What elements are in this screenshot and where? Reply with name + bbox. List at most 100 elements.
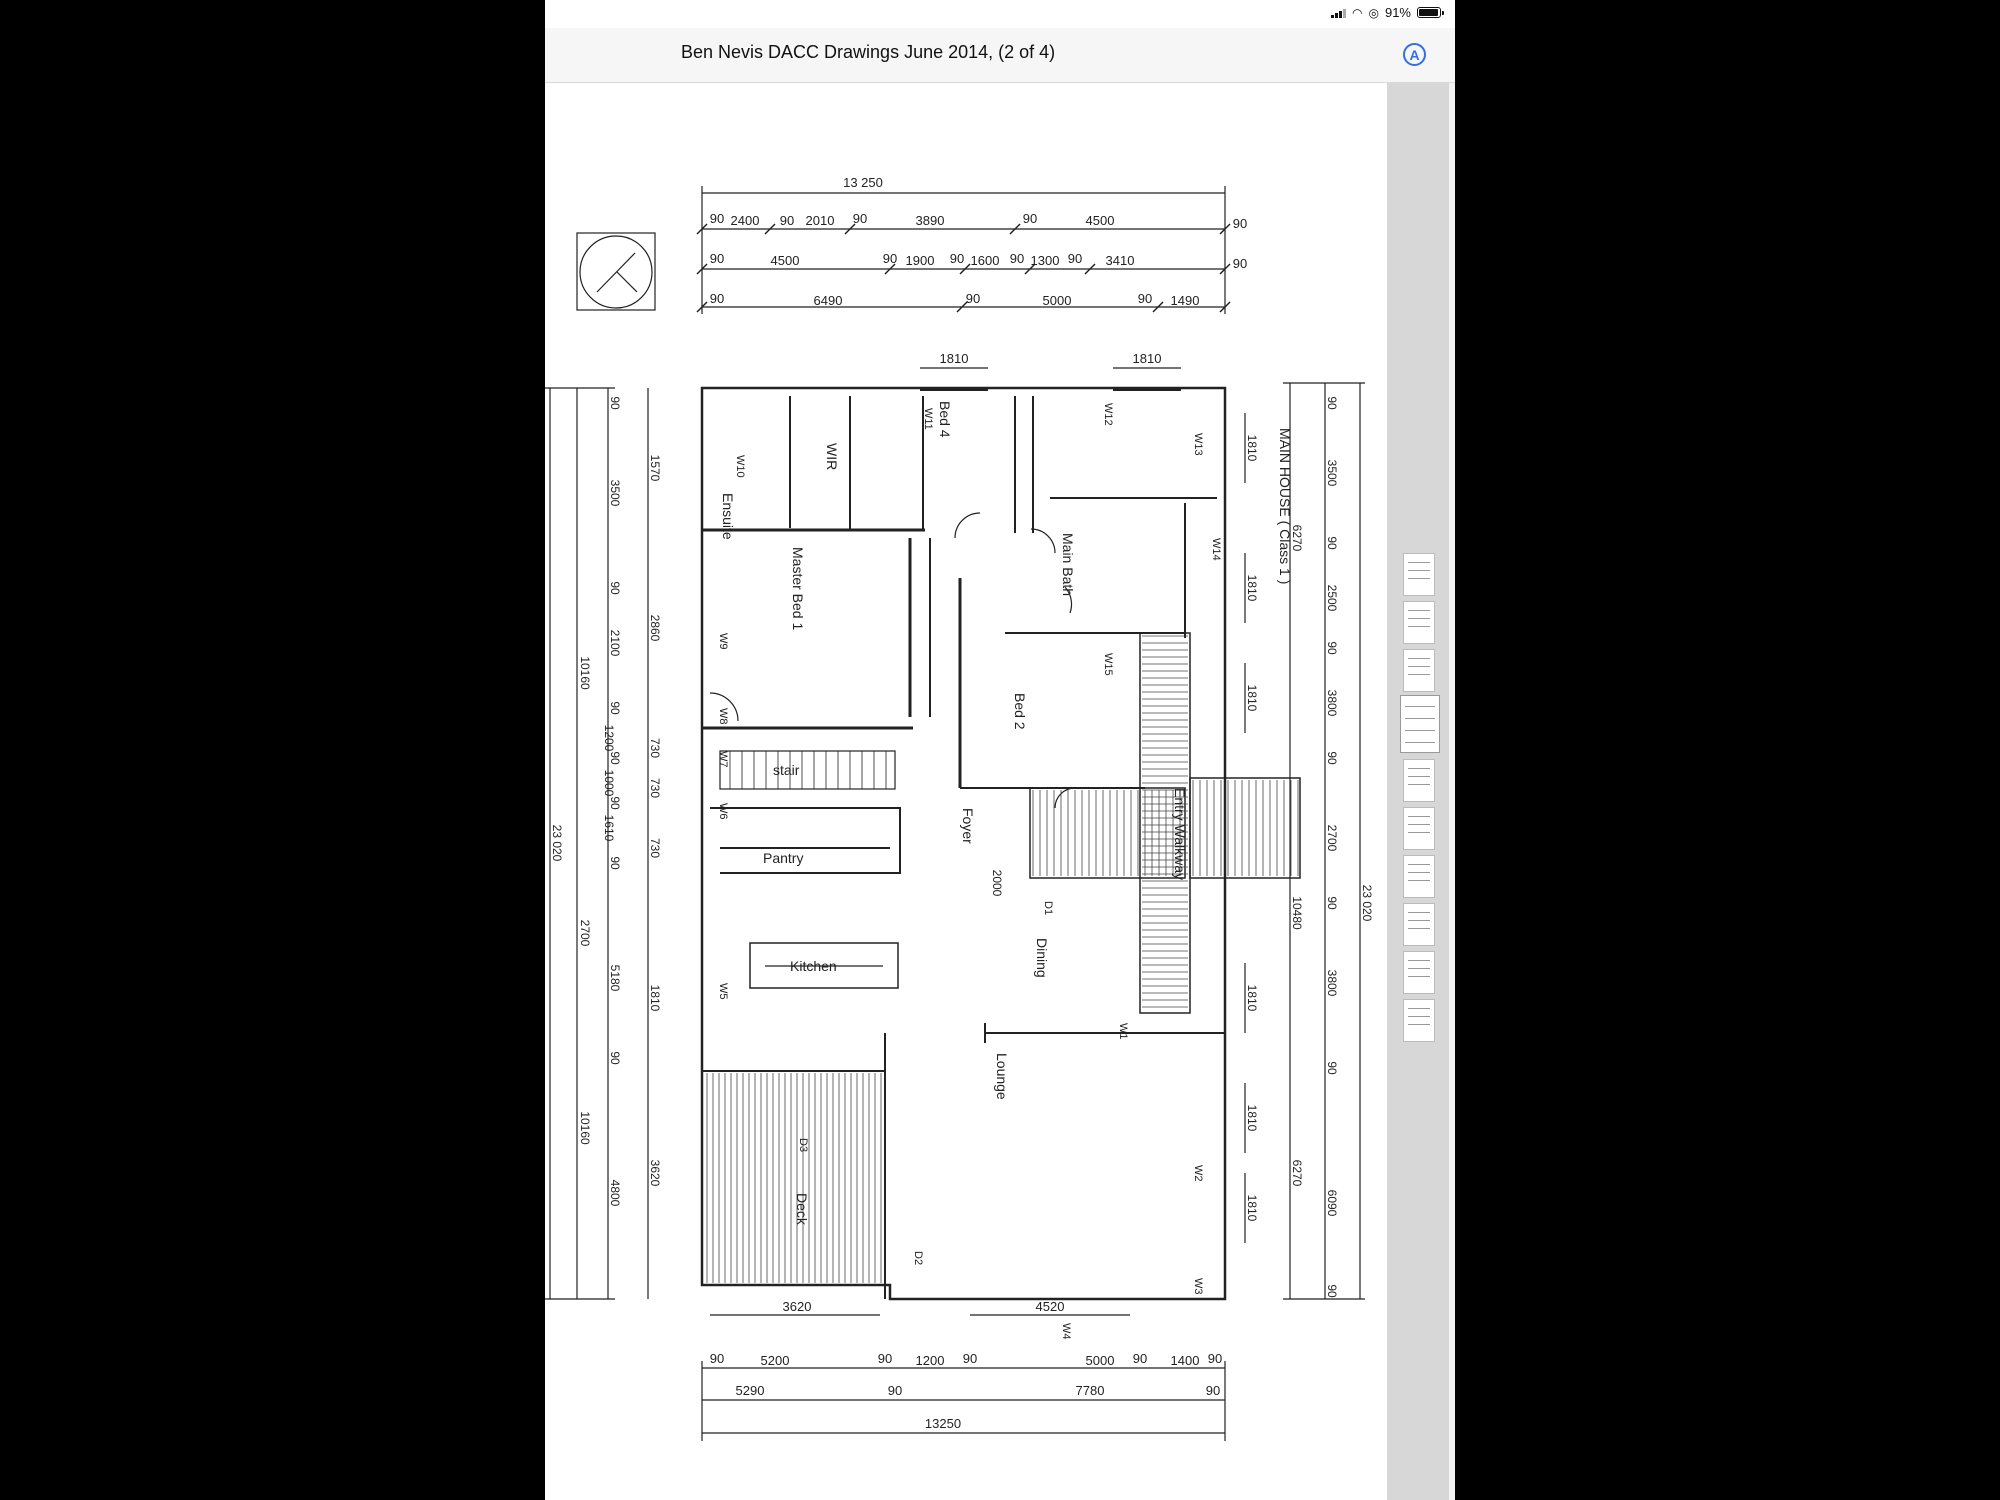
dim-bottom-r1: 1200 <box>916 1353 945 1368</box>
dim-bottom-r1: 90 <box>963 1351 977 1366</box>
dim-left-seg: 90 <box>608 701 622 715</box>
window-label: W3 <box>1192 1278 1204 1295</box>
window-label: W14 <box>1210 538 1222 561</box>
pdf-page[interactable]: 13 250 90 2400 90 2010 90 3890 90 4500 9… <box>545 83 1387 1500</box>
dim-top-r1: 90 <box>853 211 867 226</box>
window-label: W10 <box>734 455 746 478</box>
dim-left-seg: 90 <box>608 1051 622 1065</box>
dim-top-r3: 90 <box>710 291 724 306</box>
page-thumbnail[interactable] <box>1403 759 1435 802</box>
window-label: W1 <box>1117 1023 1129 1040</box>
room-label-dining: Dining <box>1034 938 1050 978</box>
dim-left-inner: 2860 <box>648 615 662 642</box>
dim-right-seg: 90 <box>1325 536 1339 550</box>
dim-window-right: 1810 <box>1245 435 1259 462</box>
dim-bottom-r1: 90 <box>710 1351 724 1366</box>
markup-button[interactable]: A <box>1403 43 1426 66</box>
dim-left-c: 10160 <box>578 1111 592 1145</box>
dim-left-inner: 730 <box>648 838 662 858</box>
door-label: D2 <box>912 1251 924 1265</box>
dim-left-seg: 90 <box>608 581 622 595</box>
dim-bottom-lounge: 4520 <box>1036 1299 1065 1314</box>
dim-left-seg: 90 <box>608 796 622 810</box>
window-label: W13 <box>1192 433 1204 456</box>
ipad-screen: ◠ ◎ 91% Ben Nevis DACC Drawings June 201… <box>545 0 1455 1500</box>
page-thumbnail[interactable] <box>1403 807 1435 850</box>
page-thumbnail[interactable] <box>1403 903 1435 946</box>
room-label-pantry: Pantry <box>763 850 803 866</box>
dim-bottom-r1: 90 <box>878 1351 892 1366</box>
signal-icon <box>1331 7 1346 18</box>
room-label-bed4: Bed 4 <box>937 401 953 438</box>
dim-left-inner: 730 <box>648 778 662 798</box>
dim-window-b: 1810 <box>1133 351 1162 366</box>
battery-icon <box>1417 7 1444 18</box>
page-thumbnail[interactable] <box>1403 649 1435 692</box>
dim-right-seg: 90 <box>1325 1284 1339 1298</box>
scroll-track <box>1449 83 1455 1500</box>
document-title: Ben Nevis DACC Drawings June 2014, (2 of… <box>681 42 1056 62</box>
dim-right-seg: 90 <box>1325 1061 1339 1075</box>
dim-bottom-r1: 5000 <box>1086 1353 1115 1368</box>
plan-title: MAIN HOUSE ( Class 1 ) <box>1277 428 1293 584</box>
dim-top-r2: 3410 <box>1106 253 1135 268</box>
window-label: W15 <box>1102 653 1114 676</box>
room-label-entry: Entry Walkway <box>1172 788 1188 880</box>
window-label: W11 <box>922 408 934 430</box>
dim-top-r1: 90 <box>780 213 794 228</box>
dim-top-r1: 90 <box>1233 216 1247 231</box>
dim-top-r2: 90 <box>710 251 724 266</box>
page-thumbnail[interactable] <box>1403 999 1435 1042</box>
dim-bottom-overall: 13250 <box>925 1416 961 1431</box>
dim-top-r2: 1300 <box>1031 253 1060 268</box>
room-label-lounge: Lounge <box>994 1053 1010 1100</box>
dim-right-seg: 3500 <box>1325 460 1339 487</box>
dim-left-b: 2700 <box>578 920 592 947</box>
dim-window-right: 1810 <box>1245 1105 1259 1132</box>
dim-top-r3: 6490 <box>814 293 843 308</box>
dim-right-seg: 90 <box>1325 641 1339 655</box>
room-label-wir: WIR <box>824 443 840 470</box>
dim-top-r2: 90 <box>1233 256 1247 271</box>
door-label: D3 <box>797 1138 809 1152</box>
dim-top-r1: 2010 <box>806 213 835 228</box>
dim-bottom-r1: 90 <box>1208 1351 1222 1366</box>
dim-top-r1: 90 <box>710 211 724 226</box>
window-label: W7 <box>717 751 729 768</box>
dim-right-seg: 90 <box>1325 396 1339 410</box>
dim-right-seg: 3800 <box>1325 690 1339 717</box>
dim-right-seg: 3800 <box>1325 970 1339 997</box>
dim-right-c: 6270 <box>1290 1160 1304 1187</box>
window-label: W6 <box>717 803 729 820</box>
dim-left-seg: 90 <box>608 751 622 765</box>
floor-plan-drawing: 13 250 90 2400 90 2010 90 3890 90 4500 9… <box>545 175 1374 1441</box>
door-label: D1 <box>1042 901 1054 915</box>
room-label-mainbath: Main Bath <box>1060 533 1076 596</box>
dim-right-seg: 90 <box>1325 751 1339 765</box>
room-label-deck: Deck <box>794 1193 810 1226</box>
window-label: W4 <box>1060 1323 1072 1340</box>
room-label-foyer: Foyer <box>960 808 976 844</box>
page-thumbnail[interactable] <box>1403 601 1435 644</box>
page-thumbnail-current[interactable] <box>1400 695 1440 753</box>
dim-top-r2: 4500 <box>771 253 800 268</box>
page-thumbnail[interactable] <box>1403 855 1435 898</box>
location-icon: ◎ <box>1368 5 1379 20</box>
page-thumbnail-sidebar[interactable] <box>1387 83 1449 1500</box>
page-thumbnail[interactable] <box>1403 553 1435 596</box>
battery-percent: 91% <box>1384 5 1411 20</box>
room-label-master: Master Bed 1 <box>790 547 806 630</box>
room-label-ensuite: Ensuite <box>720 493 736 540</box>
dim-window-a: 1810 <box>940 351 969 366</box>
page-thumbnail[interactable] <box>1403 951 1435 994</box>
dim-left-inner: 1810 <box>648 985 662 1012</box>
window-label: W8 <box>717 708 729 725</box>
dim-left-seg: 4800 <box>608 1180 622 1207</box>
dim-top-r1: 90 <box>1023 211 1037 226</box>
dim-top-r2: 90 <box>950 251 964 266</box>
room-label-stair: stair <box>773 762 800 778</box>
dim-top-r3: 1490 <box>1171 293 1200 308</box>
markup-pen-icon: A <box>1409 46 1420 63</box>
dim-left-inner: 730 <box>648 738 662 758</box>
dim-left-seg: 1200 <box>602 725 616 752</box>
